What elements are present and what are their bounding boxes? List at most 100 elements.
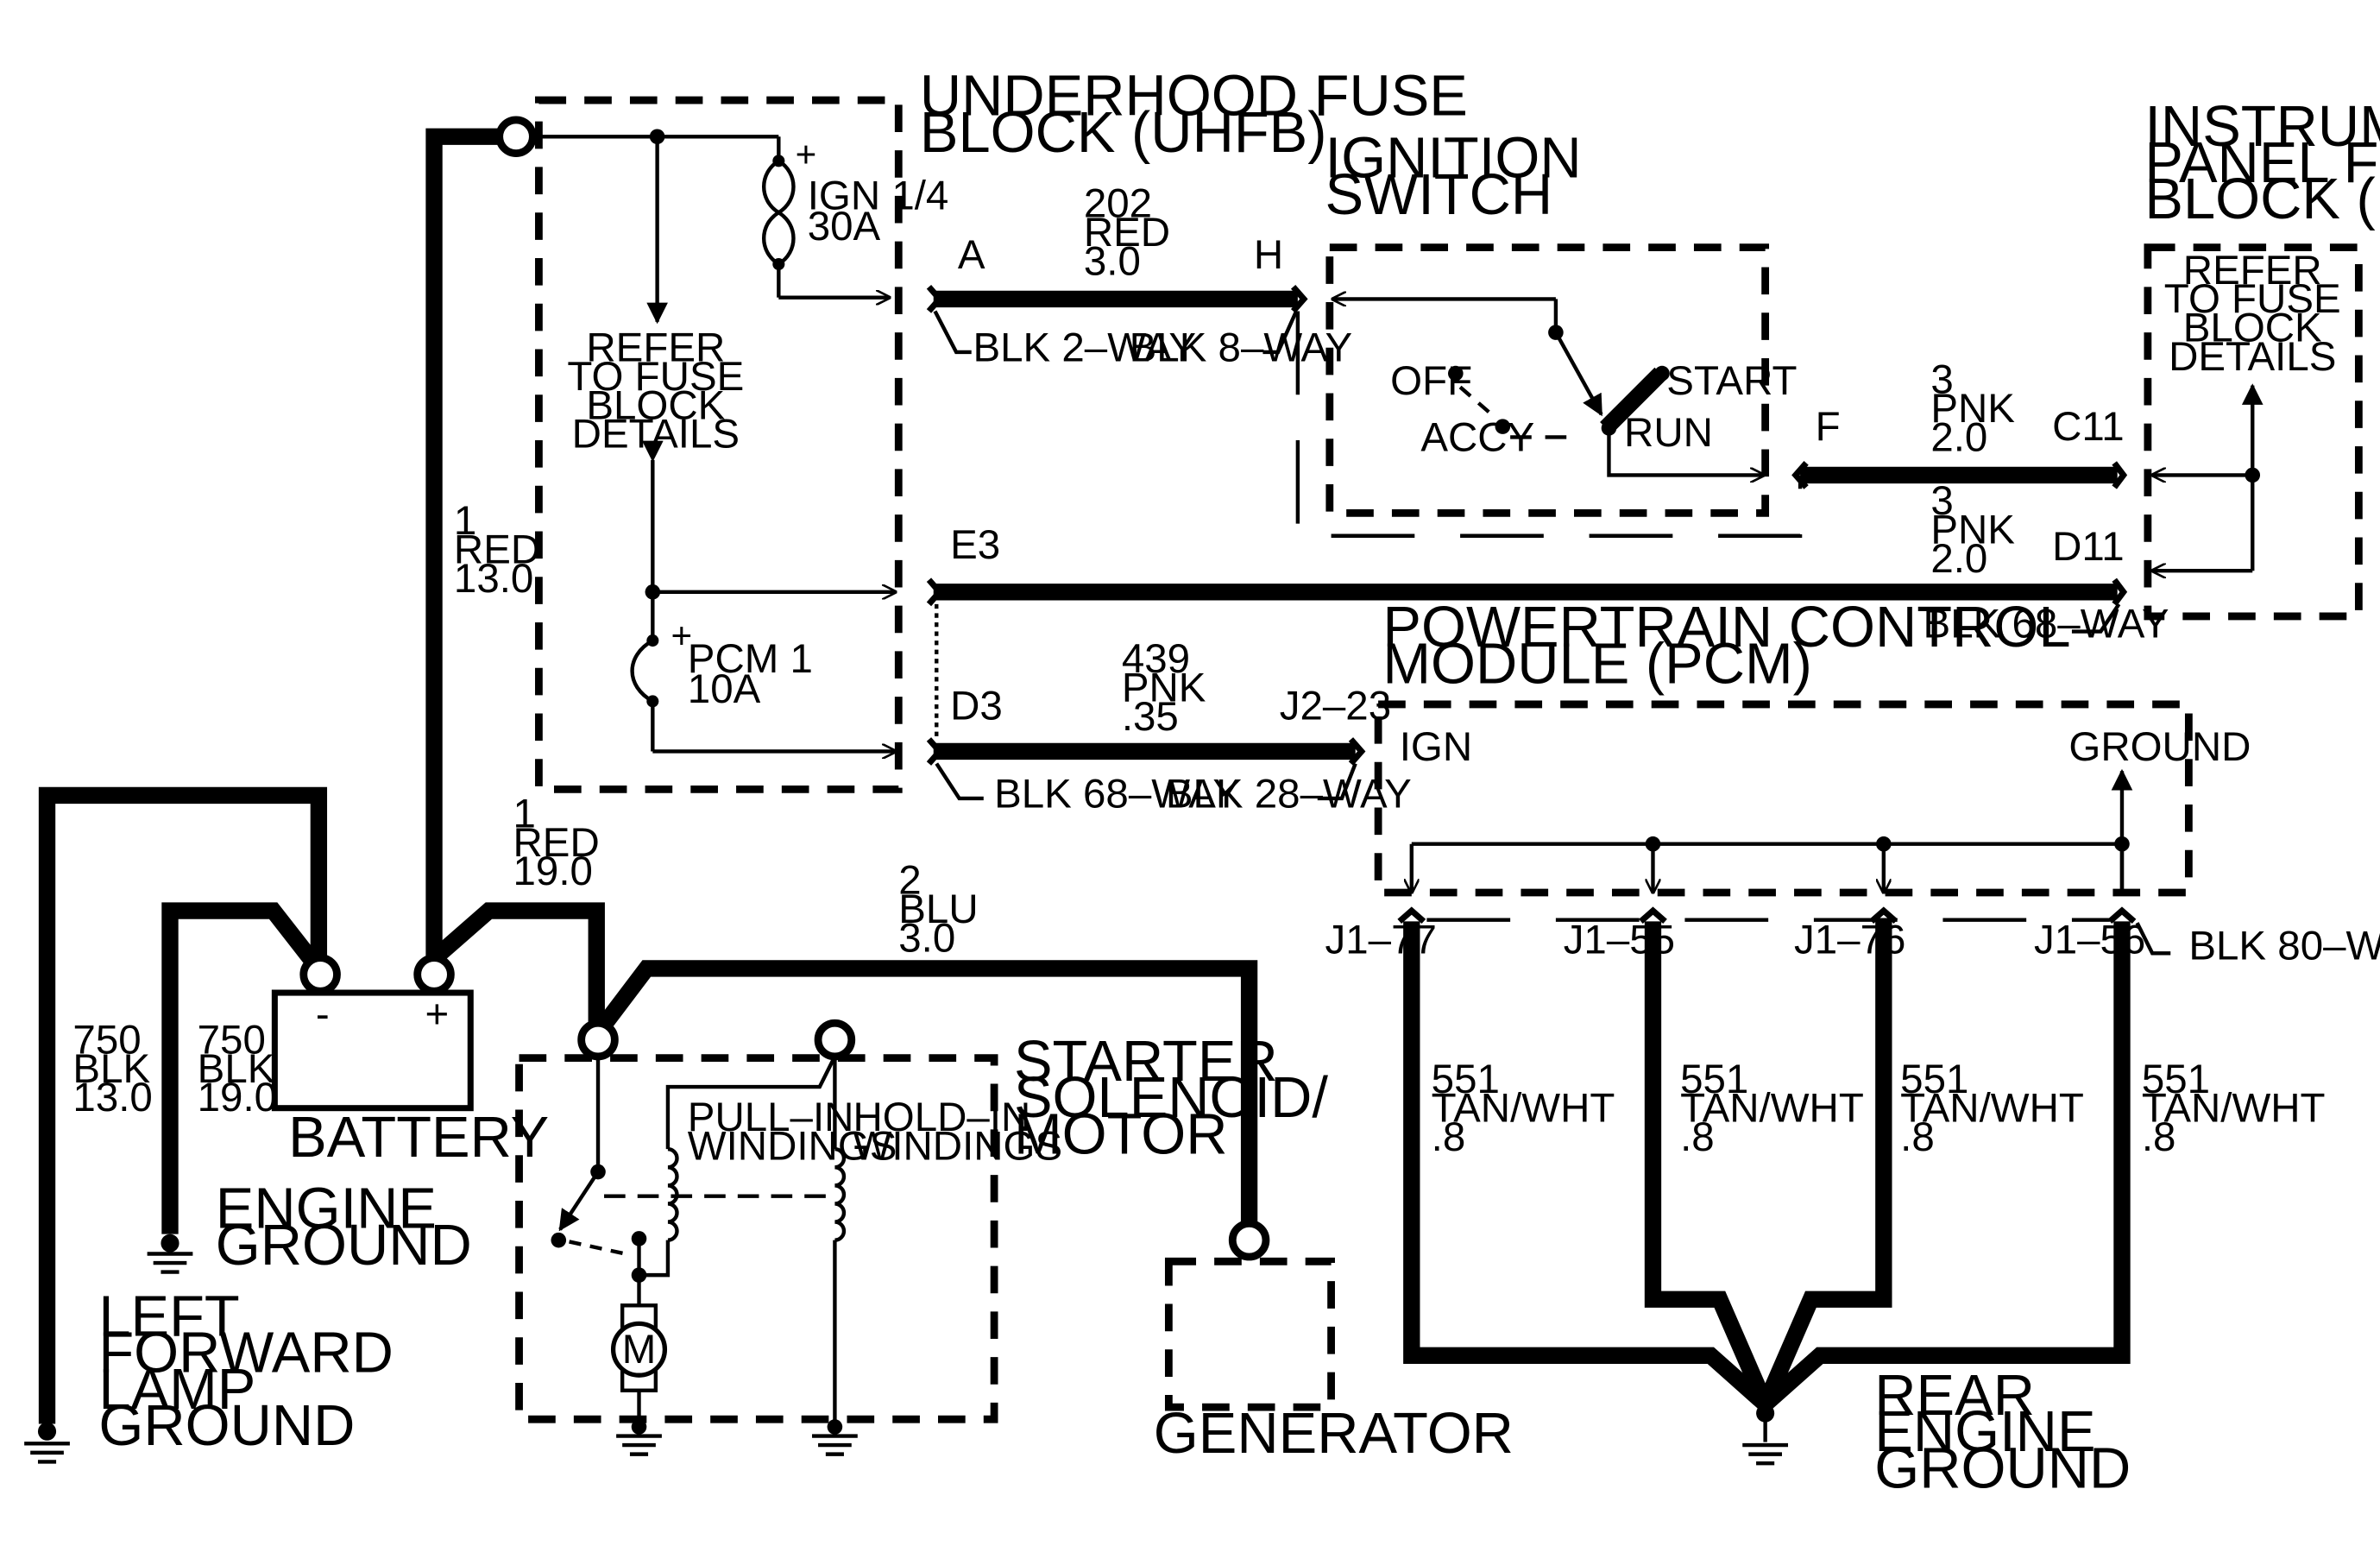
left-lamp-ground-icon [24,1422,70,1464]
left-ground-1: LEFT [98,1284,239,1348]
ignition-title-2: SWITCH [1325,163,1553,227]
w750b-gauge: 19.0 [198,1075,277,1120]
rear-ground-1: REAR [1874,1364,2035,1428]
generator-block: GENERATOR [1154,1219,1514,1466]
rear-ground-3: GROUND [1874,1436,2131,1500]
w1a-num: 1 [454,498,476,544]
left-ground-3: LAMP [98,1358,255,1422]
pcm-j1-connector: J1–77 J1–55 J1–76 J1–56 BLK 80–WAY [1325,906,2380,969]
starter-title-3: MOTOR [1014,1102,1228,1166]
w551a-num: 551 [1432,1057,1500,1102]
w551c-gauge: .8 [1900,1114,1935,1160]
w3b-num: 3 [1930,478,1953,524]
pullin-label-1: PULL–IN [688,1095,854,1140]
w551c-num: 551 [1900,1057,1968,1102]
conn-blk2: BLK 2–WAY [973,325,1196,371]
pcm-fuse-rating: 10A [688,666,761,712]
pcm-fuse-icon [630,634,896,751]
battery-neg: - [316,992,330,1038]
engine-ground-2: GROUND [216,1214,472,1278]
switch-run: RUN [1624,410,1713,456]
ignition-title-1: IGNITION [1325,127,1582,191]
rear-engine-ground-icon [1742,1404,1789,1466]
ign-fuse-icon [761,136,890,297]
ipfb-refer-3: BLOCK [2183,306,2322,351]
conn-blk80: BLK 80–WAY [2188,923,2380,969]
w750a-color: BLK [72,1046,150,1092]
engine-ground-icon [147,1234,193,1274]
conn-blk68a: BLK 68–WAY [1924,602,2169,647]
w202-num: 202 [1084,180,1152,226]
uhfb-refer-3: BLOCK [586,382,725,428]
w439-color: PNK [1122,665,1206,710]
uhfb-refer-1: REFER [586,325,725,371]
w551d-color: TAN/WHT [2142,1086,2326,1132]
pin-j223: J2–23 [1280,684,1391,729]
motor-icon: M [610,1303,668,1423]
holdin-ground-icon [812,1419,858,1456]
conn-blk28: BLK 28–WAY [1166,772,1412,817]
w3a-num: 3 [1930,357,1953,402]
w3a-color: PNK [1930,386,2015,432]
pin-a: A [958,232,985,278]
pcm-fuse-label: PCM 1 [688,636,813,682]
w1a-gauge: 13.0 [454,556,533,602]
ipfb-title-2: PANEL FUSE [2144,131,2380,195]
pcm-title-2: MODULE (PCM) [1382,632,1812,696]
starter-title-1: STARTER [1014,1030,1278,1094]
w439-gauge: .35 [1122,694,1179,740]
w2-gauge: 3.0 [898,916,955,962]
uhfb-title-1: UNDERHOOD FUSE [920,65,1468,129]
switch-accy: ACCY [1420,414,1534,460]
w750b-color: BLK [198,1046,275,1092]
ipfb-refer-1: REFER [2183,248,2322,293]
ipfb-refer-4: DETAILS [2169,334,2336,380]
w750b-num: 750 [198,1017,266,1063]
pin-c11: C11 [2052,404,2125,450]
w551c-color: TAN/WHT [1900,1086,2084,1132]
starter-title-2: SOLENOID/ [1014,1066,1328,1130]
switch-off: OFF [1390,358,1472,404]
w3a-gauge: 2.0 [1930,414,1987,460]
w202-gauge: 3.0 [1084,238,1141,284]
pin-h: H [1254,232,1283,278]
left-ground-4: GROUND [98,1394,355,1458]
ipfb-title-3: BLOCK (IPFB) [2144,167,2380,231]
uhfb-refer-2: TO FUSE [567,354,744,400]
uhfb-refer-4: DETAILS [572,412,740,458]
pcm-pin-ign: IGN [1400,724,1472,770]
rear-ground-2: ENGINE [1874,1400,2095,1464]
pin-f: F [1816,404,1841,450]
holdin-label-2: WINDINGS [853,1123,1063,1169]
generator-label: GENERATOR [1154,1402,1514,1466]
w202-color: RED [1084,210,1170,256]
w1b-gauge: 19.0 [513,849,593,894]
w551b-num: 551 [1680,1057,1748,1102]
